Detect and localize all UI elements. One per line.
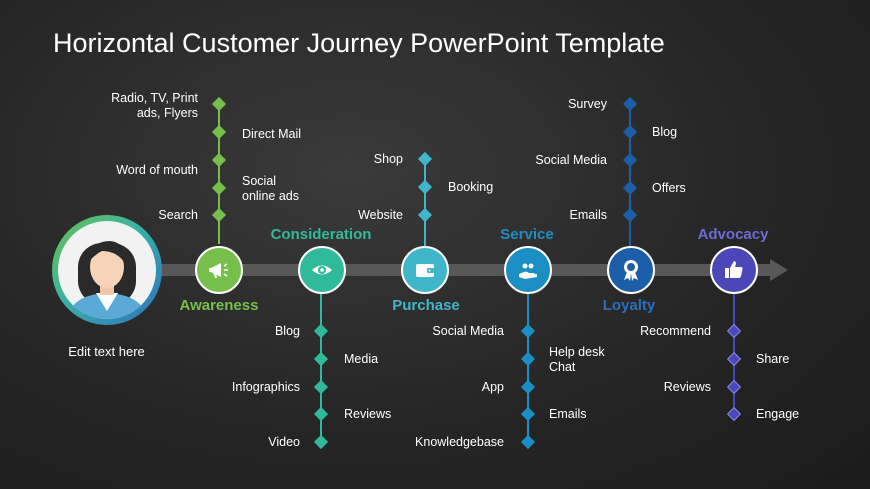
wallet-icon (416, 264, 434, 277)
purchase-connector (424, 158, 426, 246)
eye-icon (312, 265, 332, 275)
purchase-marker (417, 179, 433, 195)
awareness-node (195, 246, 243, 294)
thumbs-up-icon (725, 261, 743, 278)
consideration-marker (313, 351, 329, 367)
loyalty-connector (629, 104, 631, 246)
advocacy-item: Share (756, 352, 790, 366)
loyalty-item: Survey (568, 97, 607, 111)
consideration-node (298, 246, 346, 294)
service-item: App (481, 380, 504, 394)
awareness-item: Search (158, 208, 198, 222)
advocacy-item: Reviews (663, 380, 711, 394)
service-connector (527, 294, 529, 442)
advocacy-marker (726, 406, 742, 422)
service-marker (520, 434, 536, 450)
awareness-item: Social online ads (242, 174, 299, 203)
loyalty-label: Loyalty (602, 297, 656, 314)
loyalty-marker (622, 207, 638, 223)
awareness-marker (211, 96, 227, 112)
service-marker (520, 406, 536, 422)
timeline-arrow-shaft (160, 264, 772, 276)
consideration-item: Video (268, 435, 300, 449)
advocacy-marker (726, 379, 742, 395)
purchase-label: Purchase (392, 297, 460, 314)
awareness-item: Direct Mail (242, 127, 302, 141)
consideration-item: Infographics (231, 380, 300, 394)
awareness-item: Radio, TV, Print ads, Flyers (111, 91, 198, 120)
service-item: Emails (549, 407, 587, 421)
service-node (504, 246, 552, 294)
loyalty-node (607, 246, 655, 294)
awareness-label: Awareness (179, 297, 259, 314)
loyalty-item: Blog (652, 125, 678, 139)
awareness-marker (211, 152, 227, 168)
purchase-marker (417, 151, 433, 167)
awareness-connector (218, 104, 220, 244)
consideration-label: Consideration (270, 226, 372, 243)
consideration-item: Media (344, 352, 379, 366)
consideration-marker (313, 434, 329, 450)
service-item: Help desk Chat (549, 345, 605, 374)
service-marker (520, 323, 536, 339)
hand-care-icon (519, 263, 537, 279)
purchase-item: Shop (373, 152, 403, 166)
purchase-item: Booking (448, 180, 494, 194)
consideration-marker (313, 406, 329, 422)
loyalty-marker (622, 152, 638, 168)
service-marker (520, 379, 536, 395)
loyalty-marker (622, 180, 638, 196)
loyalty-item: Offers (652, 181, 686, 195)
page-title: Horizontal Customer Journey PowerPoint T… (53, 28, 665, 58)
service-label: Service (500, 226, 554, 243)
advocacy-label: Advocacy (697, 226, 769, 243)
timeline-arrow-head (770, 259, 788, 281)
avatar-caption: Edit text here (68, 344, 145, 359)
loyalty-item: Social Media (535, 153, 607, 167)
purchase-node (401, 246, 449, 294)
purchase-item: Website (358, 208, 403, 222)
consideration-connector (320, 294, 322, 442)
advocacy-node (710, 246, 758, 294)
service-item: Social Media (432, 324, 504, 338)
loyalty-item: Emails (569, 208, 607, 222)
woman-avatar-icon (68, 241, 146, 319)
purchase-marker (417, 207, 433, 223)
consideration-marker (313, 379, 329, 395)
megaphone-icon (209, 263, 228, 278)
avatar (58, 221, 156, 319)
awareness-item: Word of mouth (116, 163, 198, 177)
loyalty-marker (622, 124, 638, 140)
service-marker (520, 351, 536, 367)
award-ribbon-icon (624, 260, 638, 281)
advocacy-item: Engage (756, 407, 800, 421)
awareness-marker (211, 124, 227, 140)
advocacy-item: Recommend (640, 324, 711, 338)
advocacy-marker (726, 351, 742, 367)
consideration-item: Blog (274, 324, 300, 338)
awareness-marker (211, 180, 227, 196)
consideration-item: Reviews (344, 407, 392, 421)
advocacy-marker (726, 323, 742, 339)
awareness-marker (211, 207, 227, 223)
service-item: Knowledgebase (415, 435, 504, 449)
loyalty-marker (622, 96, 638, 112)
consideration-marker (313, 323, 329, 339)
